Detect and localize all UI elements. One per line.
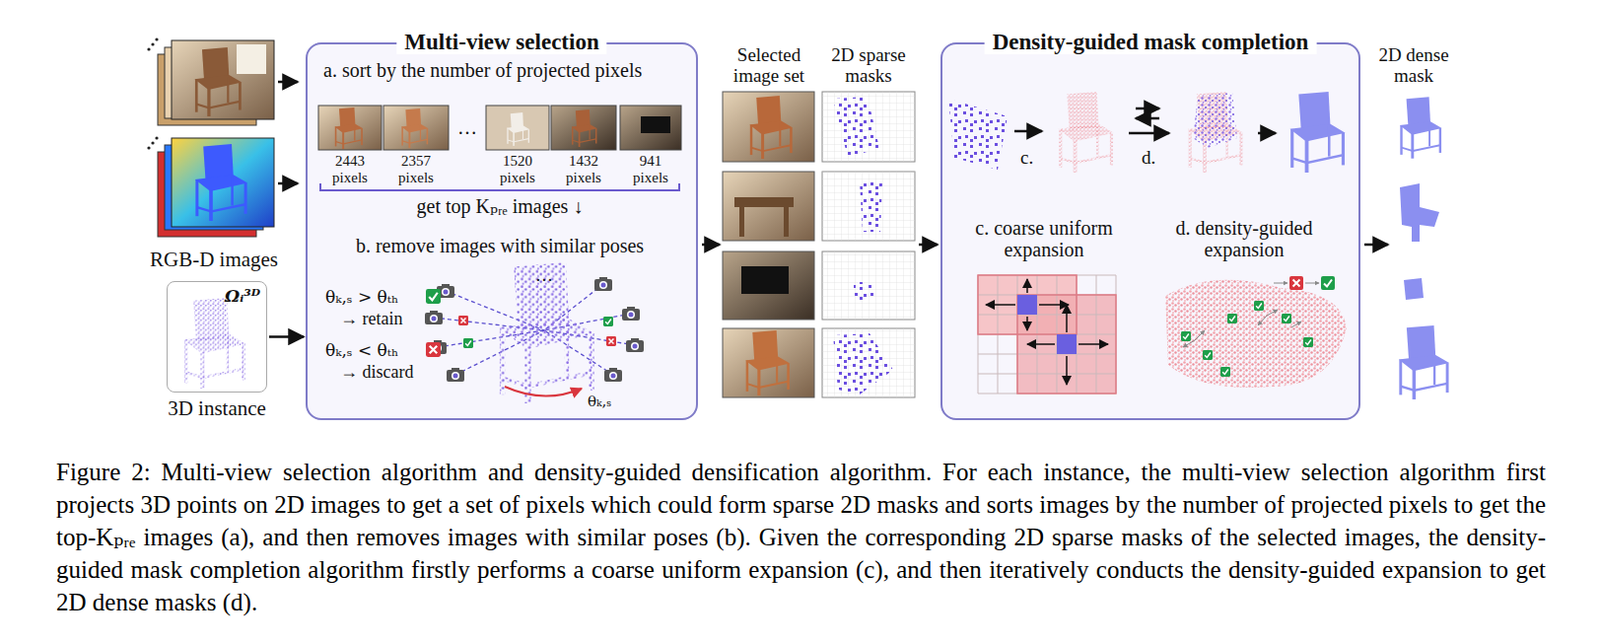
angle-label: θₖ,ₛ <box>587 393 612 411</box>
step-label: d. density-guided expansion <box>1158 216 1331 261</box>
figure-caption: Figure 2: Multi-view selection algorithm… <box>56 455 1546 619</box>
pixel-count: 1432 pixels <box>554 152 614 186</box>
flow-arrow <box>269 335 304 339</box>
instance-box: Ωᵢ³ᴰ3D instance <box>166 280 268 393</box>
column-heading: Selected image set <box>720 45 818 87</box>
column-heading: 2D dense mask <box>1368 45 1460 87</box>
condition: θₖ,ₛ < θₜₕ <box>325 341 399 360</box>
ellipsis: … <box>457 116 478 139</box>
pixel-count: 2443 pixels <box>320 152 380 186</box>
pixel-count: 2357 pixels <box>386 152 446 186</box>
condition: θₖ,ₛ > θₜₕ <box>325 287 399 307</box>
step-marker: d. <box>1141 147 1156 169</box>
pixel-count: 1520 pixels <box>487 152 548 186</box>
step-note: get top Kₚᵣₑ images ↓ <box>417 195 584 217</box>
step-label: a. sort by the number of projected pixel… <box>323 59 642 81</box>
math-symbol: Ωᵢ³ᴰ <box>224 286 261 306</box>
panel-title: Multi-view selection <box>396 29 607 55</box>
input-label: RGB-D images <box>149 248 279 272</box>
ellipsis: … <box>535 266 554 286</box>
caption-label: 3D instance <box>167 397 267 420</box>
condition-result: → discard <box>340 362 414 383</box>
pixel-count: 941 pixels <box>621 152 681 186</box>
step-label: b. remove images with similar poses <box>355 234 644 257</box>
step-label: c. coarse uniform expansion <box>958 216 1131 261</box>
step-marker: c. <box>1020 147 1034 169</box>
column-heading: 2D sparse masks <box>820 45 917 87</box>
panel-title: Density-guided mask completion <box>984 29 1318 55</box>
condition-result: → retain <box>340 309 403 330</box>
